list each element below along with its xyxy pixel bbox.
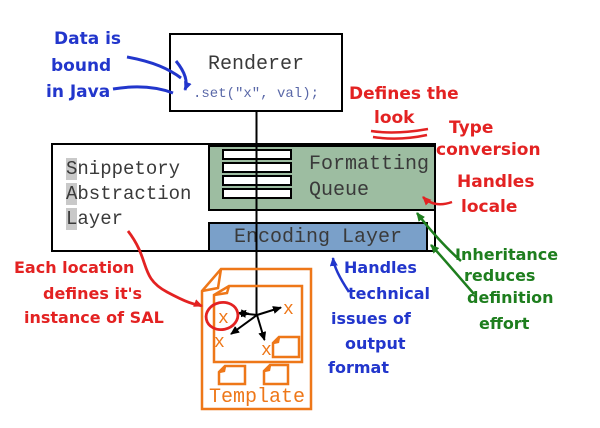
annotation-data-bound-line3: in Java xyxy=(46,82,111,102)
annotation-inheritance-line2: reduces xyxy=(464,266,536,285)
sal-label-line2: Abstraction xyxy=(66,183,192,205)
template-label: Template xyxy=(208,386,305,409)
renderer-title: Renderer xyxy=(207,53,304,76)
formatting-queue-label-line2: Queue xyxy=(309,179,370,202)
template-location-marker: x xyxy=(261,341,272,361)
renderer-box xyxy=(169,33,343,112)
mini-document-icon xyxy=(217,364,247,386)
mini-document-icon xyxy=(271,335,301,359)
sal-highlight-letter: A xyxy=(66,183,78,205)
annotation-inheritance-line4: effort xyxy=(479,314,530,333)
queue-item xyxy=(222,162,292,173)
annotation-defines-look-line1: Defines the xyxy=(349,84,459,104)
template-arrow-left-backhead xyxy=(240,309,250,318)
queue-item xyxy=(222,175,292,186)
annotation-data-bound-line2: bound xyxy=(51,56,112,76)
annotation-data-bound-line1: Data is xyxy=(54,29,122,49)
encoding-layer-label: Encoding Layer xyxy=(233,226,403,249)
queue-item xyxy=(222,188,292,199)
annotation-inheritance-line3: definition xyxy=(467,288,554,307)
annotation-defines-look-line2: look xyxy=(374,108,415,128)
annotation-inheritance-line1: Inheritance xyxy=(455,245,559,264)
template-arrow-left xyxy=(237,309,258,318)
queue-item xyxy=(222,149,292,160)
template-location-marker: x xyxy=(218,309,229,329)
annotation-type-conversion-line1: Type xyxy=(449,118,494,138)
annotation-handles-locale-line2: locale xyxy=(461,197,518,217)
formatting-queue-label-line1: Formatting xyxy=(309,153,430,176)
mini-document-icon xyxy=(262,363,290,386)
sal-label-line1: Snippetory xyxy=(66,158,181,180)
annotation-each-location-line3: instance of SAL xyxy=(24,308,164,327)
annotation-type-conversion-line2: conversion xyxy=(436,140,541,160)
template-location-marker: x xyxy=(283,300,294,320)
look-underline xyxy=(372,133,428,140)
template-location-marker: x xyxy=(214,333,225,353)
template-arrow-right xyxy=(256,306,282,316)
look-underline xyxy=(370,127,429,134)
template-document-fold xyxy=(201,268,223,293)
data-bound-arrow-stroke xyxy=(112,85,174,95)
template-arrow-down xyxy=(256,314,267,341)
annotation-handles-technical-line2: technical xyxy=(348,284,431,303)
annotation-handles-technical-line5: format xyxy=(328,358,389,377)
sal-highlight-letter: S xyxy=(66,158,78,180)
annotation-each-location-line2: defines it's xyxy=(43,284,143,303)
annotation-each-location-line1: Each location xyxy=(14,258,135,277)
annotation-handles-technical-line4: output xyxy=(345,334,406,353)
annotation-handles-locale-line1: Handles xyxy=(457,172,535,192)
annotation-handles-technical-line3: issues of xyxy=(331,309,411,328)
renderer-code: .set("x", val); xyxy=(192,86,320,102)
annotation-handles-technical-line1: Handles xyxy=(344,258,417,277)
template-arrow-down-left xyxy=(230,314,258,335)
sal-highlight-letter: L xyxy=(66,208,78,230)
sal-label-line3: Layer xyxy=(66,208,124,230)
inner-document-fold xyxy=(213,285,231,297)
